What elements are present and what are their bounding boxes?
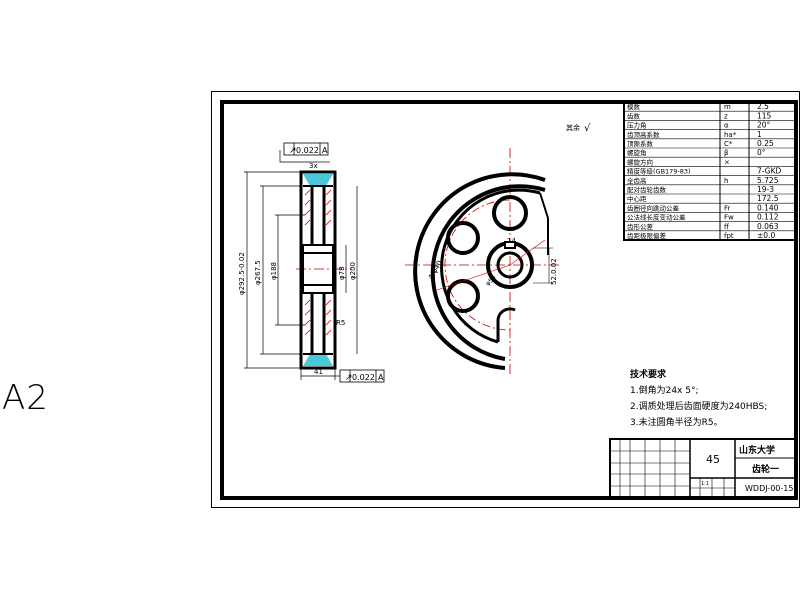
param-name: 模数	[627, 102, 641, 111]
param-value: 172.5	[757, 194, 779, 203]
front-view	[405, 148, 560, 375]
dim-bore-small: φ50	[484, 274, 497, 287]
param-name: 顶隙系数	[627, 139, 654, 148]
param-value: 0.063	[757, 222, 779, 231]
tol-symbol-top: ↗	[289, 146, 297, 156]
param-name: 齿形公差	[627, 222, 654, 231]
roughness-symbol-icon: √	[584, 123, 591, 134]
tech-item-2: 2.调质处理后齿面硬度为240HBS;	[630, 400, 767, 412]
param-symbol: β	[724, 149, 728, 157]
param-value: 0.25	[757, 139, 774, 148]
dim-web-dia: φ188	[270, 262, 278, 280]
param-name: 齿顶高系数	[627, 130, 660, 139]
tol-value-top: 0.022	[296, 146, 319, 155]
title-part-name: 齿轮一	[752, 463, 779, 475]
param-symbol: ha*	[724, 131, 737, 139]
param-name: 全齿高	[627, 176, 647, 185]
param-symbol: Fr	[724, 204, 731, 212]
param-value: 2.5	[757, 102, 769, 111]
dim-hub-dia: φ78	[338, 266, 346, 280]
param-value: 0.112	[757, 213, 779, 222]
dim-width: 41	[314, 368, 323, 376]
title-block	[609, 438, 797, 499]
dim-outer-dia: φ292.5-0.02	[238, 252, 246, 295]
param-symbol: h	[724, 177, 728, 185]
param-symbol: ff	[724, 223, 729, 231]
param-value: 115	[757, 111, 772, 120]
param-value: ±0.0	[757, 231, 775, 240]
tol-datum-bottom: A	[378, 373, 384, 382]
param-value: 5.725	[757, 176, 779, 185]
title-material: 45	[706, 453, 720, 466]
sheet-size-label: A2	[2, 378, 49, 418]
param-value: 1	[757, 130, 762, 139]
tech-item-3: 3.未注圆角半径为R5。	[630, 416, 723, 428]
param-value: 0°	[757, 148, 766, 157]
tech-requirements: 技术要求 1.倒角为24x 5°; 2.调质处理后齿面硬度为240HBS; 3.…	[630, 368, 767, 428]
tol-value-bottom: 0.022	[352, 373, 375, 382]
param-name: 螺旋角	[627, 148, 647, 157]
tol-datum-top: A	[322, 146, 328, 155]
param-symbol: C*	[724, 140, 733, 148]
param-symbol: z	[724, 112, 728, 120]
param-name: 压力角	[627, 121, 647, 130]
param-value: 19-3	[757, 185, 774, 194]
section-view: ↗ 0.022 A ↗ 0.022 A φ292.5-0.02 φ267.5 φ…	[238, 142, 385, 383]
param-symbol: α	[724, 122, 729, 130]
dim-keyway-width: 14	[507, 237, 516, 245]
param-name: 公法线长度变动公差	[627, 213, 686, 222]
param-name: 中心距	[627, 194, 647, 203]
inner-border	[220, 100, 798, 500]
param-name: 齿距极限偏差	[627, 231, 667, 240]
dim-chamfer-mid: R5	[336, 319, 345, 327]
param-value: 7-GKD	[757, 167, 781, 176]
tech-item-1: 1.倒角为24x 5°;	[630, 384, 699, 396]
param-value: 20°	[757, 121, 771, 130]
param-symbol: m	[724, 103, 731, 111]
tol-symbol-bottom: ↗	[345, 373, 353, 383]
param-name: 精度等级(GB179-83)	[627, 167, 691, 176]
title-school: 山东大学	[739, 444, 775, 456]
param-name: 螺旋方向	[627, 157, 653, 166]
param-value: 0.140	[757, 203, 779, 212]
param-name: 齿数	[627, 111, 641, 120]
param-name: 齿圈径向跳动公差	[627, 203, 680, 212]
title-scale: 1:1	[701, 481, 709, 487]
tech-title: 技术要求	[630, 368, 667, 380]
dim-chamfer-top: 3x	[309, 162, 318, 170]
dim-keyway: 52.0.02	[550, 258, 558, 285]
roughness-other-label: 其余	[566, 123, 580, 132]
dim-root-dia: φ267.5	[254, 260, 262, 285]
param-name: 配对齿轮齿数	[627, 185, 667, 194]
dim-bore-dia: φ200	[349, 262, 357, 280]
param-symbol: fpt	[724, 232, 734, 240]
param-table: 模数 m 2.5 齿数 z 115 压力角 α 20° 齿顶高系数 ha* 1 顶隙系数 C* 0.25 螺旋…	[623, 101, 797, 241]
param-symbol: Fw	[724, 214, 734, 222]
param-symbol: ×	[724, 158, 730, 166]
title-drawing-no: WDDJ-00-15	[745, 484, 793, 493]
